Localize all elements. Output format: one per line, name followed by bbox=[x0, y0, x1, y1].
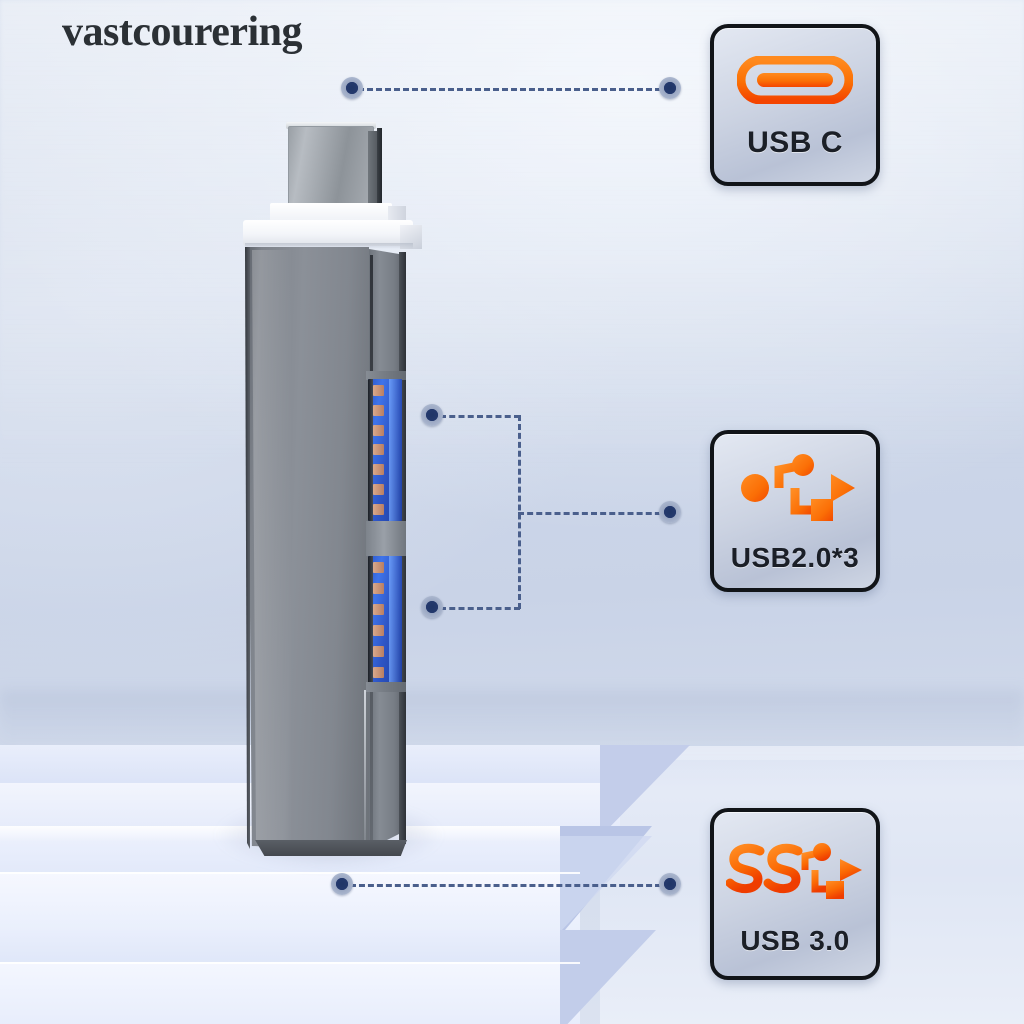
usb-c-plug-edge bbox=[377, 128, 382, 206]
platform-step2-side bbox=[560, 930, 656, 1024]
platform-step2-face bbox=[0, 962, 580, 1024]
device-collar-main bbox=[243, 220, 413, 246]
usb-port-lower-glass bbox=[389, 556, 402, 684]
usb-c-connector-icon bbox=[737, 56, 853, 104]
watermark-text: vastcourering bbox=[62, 9, 303, 55]
usb-c-plug-body bbox=[288, 126, 374, 208]
usb-port-lower-pins bbox=[373, 562, 384, 678]
usb-3-dash-line bbox=[350, 884, 670, 887]
usb-c-node-end bbox=[659, 77, 681, 99]
usb-port-upper-glass bbox=[389, 379, 402, 521]
usb-3-node-end bbox=[659, 873, 681, 895]
device-body-hairline bbox=[364, 690, 366, 840]
usb-port-upper-frame bbox=[368, 379, 373, 521]
usb-2-node-port-lower bbox=[421, 596, 443, 618]
badge-usb-2[interactable]: USB2.0*3 bbox=[710, 430, 880, 592]
device-body-left-edge bbox=[245, 247, 250, 849]
usb-2-dash-to-badge bbox=[518, 512, 670, 515]
badge-usb-c-label: USB C bbox=[747, 126, 843, 159]
usb-port-upper-pins bbox=[373, 385, 384, 515]
usb-2-dash-top bbox=[440, 415, 520, 418]
usb-c-plug-top-highlight bbox=[286, 122, 376, 129]
port-housing-bottom bbox=[366, 682, 406, 692]
usb-superspeed-icon bbox=[726, 837, 864, 907]
device-collar-upper bbox=[270, 203, 392, 225]
usb-2-dash-bottom bbox=[440, 607, 520, 610]
wall-shadow bbox=[0, 690, 1024, 750]
badge-usb-3-label: USB 3.0 bbox=[740, 925, 850, 956]
badge-usb-3[interactable]: USB 3.0 bbox=[710, 808, 880, 980]
usb-port-upper bbox=[368, 379, 402, 521]
badge-usb-2-label: USB2.0*3 bbox=[730, 542, 860, 573]
platform-step1-face bbox=[0, 872, 580, 936]
usb-c-dash-line bbox=[358, 88, 670, 91]
port-divider bbox=[366, 521, 406, 556]
usb-port-lower bbox=[368, 556, 402, 684]
platform-rear-side bbox=[600, 745, 690, 837]
device-body-sheen bbox=[252, 250, 292, 848]
platform-step2-top bbox=[0, 930, 580, 964]
usb-2-node-port-upper bbox=[421, 404, 443, 426]
device-collar-shadow bbox=[245, 243, 413, 249]
badge-usb-c[interactable]: USB C bbox=[710, 24, 880, 186]
usb-port-lower-frame bbox=[368, 556, 373, 684]
platform-edge-highlight-1 bbox=[0, 872, 580, 874]
port-housing-top bbox=[366, 371, 406, 380]
device-body-front bbox=[247, 247, 369, 852]
usb-2-node-end bbox=[659, 501, 681, 523]
usb-3-node-start bbox=[331, 873, 353, 895]
platform-edge-highlight-2 bbox=[0, 962, 580, 964]
device-body-bottom bbox=[255, 840, 407, 856]
usb-c-node-start bbox=[341, 77, 363, 99]
usb-trident-icon bbox=[733, 452, 857, 526]
